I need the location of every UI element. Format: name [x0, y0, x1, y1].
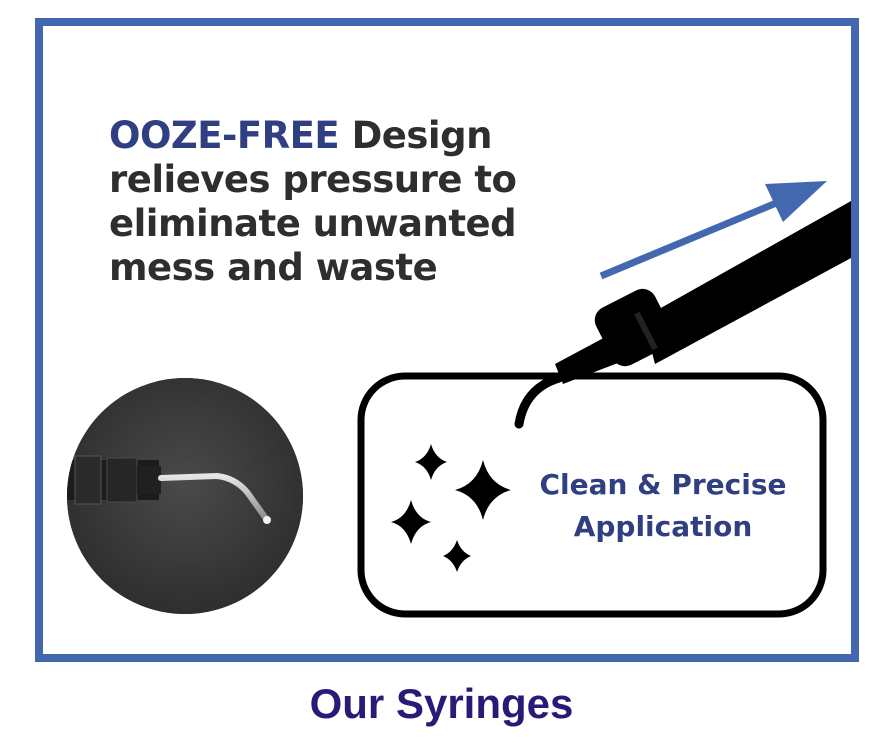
syringe-tip-icon — [67, 378, 303, 614]
sparkle-icon — [391, 444, 511, 572]
syringe-tip-icon — [514, 201, 851, 429]
headline-rest: Design relieves pressure to eliminate un… — [109, 114, 517, 289]
product-frame: OOZE-FREE Design relieves pressure to el… — [35, 18, 859, 662]
callout-line-2: Application — [573, 510, 753, 543]
arrow-up-right-icon — [599, 181, 827, 280]
application-box — [357, 372, 827, 618]
callout-line-1: Clean & Precise — [539, 468, 787, 501]
callout-text: Clean & Precise Application — [513, 464, 813, 548]
headline-text: OOZE-FREE Design relieves pressure to el… — [109, 114, 549, 290]
syringe-tip-photo — [67, 378, 303, 614]
footer-title: Our Syringes — [309, 680, 574, 727]
headline-accent: OOZE-FREE — [109, 114, 340, 157]
illustration — [357, 181, 851, 618]
